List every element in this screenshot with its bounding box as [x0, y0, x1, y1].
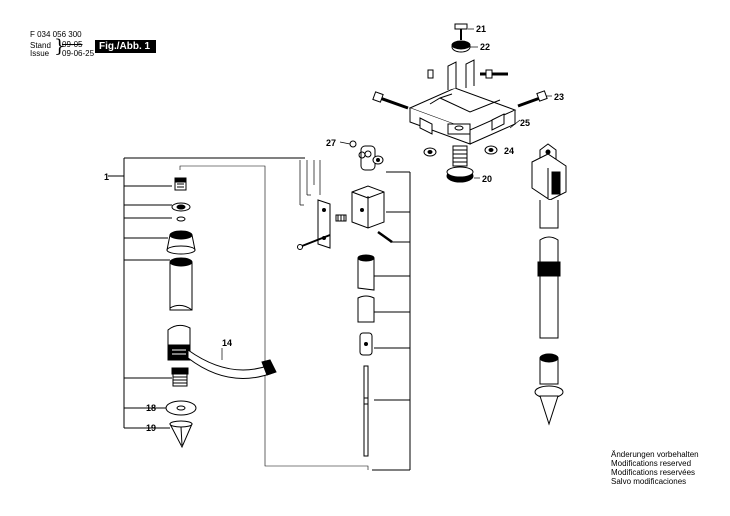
knob-20: [446, 145, 474, 183]
leader-lines: [158, 28, 552, 429]
assembly-bracket-right: [372, 171, 411, 471]
screw-21: [454, 23, 468, 40]
right-leg-upper: [539, 200, 559, 229]
guide-lines: [179, 165, 369, 470]
assembly-bracket-1: [108, 157, 305, 429]
callout-24: 24: [504, 146, 514, 156]
note-fr: Modifications reservées: [611, 468, 696, 477]
spring: [335, 214, 347, 222]
hinge-link: [349, 140, 384, 171]
callout-23: 23: [554, 92, 564, 102]
right-leg-middle: [537, 236, 561, 339]
washer: [171, 202, 191, 212]
note-de: Änderungen vorbehalten: [611, 450, 699, 459]
issue-value: 09-06-25: [62, 49, 95, 58]
right-leg-hinge: [531, 143, 567, 201]
callout-21: 21: [476, 24, 486, 34]
tube-lower: [167, 324, 191, 361]
issue-label: Issue: [30, 49, 50, 58]
callout-25: 25: [520, 118, 530, 128]
note-en: Modifications reserved: [611, 459, 692, 468]
stand-value: 09-05: [62, 40, 83, 49]
spike-tip: [169, 420, 193, 449]
cap-nut: [174, 177, 187, 191]
callout-1: 1: [104, 172, 109, 182]
middle-sleeve: [359, 332, 373, 356]
bolt-left: [372, 91, 409, 110]
stand-label: Stand: [30, 41, 51, 50]
callout-22: 22: [480, 42, 490, 52]
right-leg-foot: [534, 353, 564, 426]
small-ring: [176, 216, 186, 222]
cap-22: [451, 40, 471, 53]
middle-rod: [363, 365, 369, 457]
threaded-fitting: [171, 367, 189, 387]
screw-set: [299, 160, 321, 206]
callout-14: 14: [222, 338, 232, 348]
callout-20: 20: [482, 174, 492, 184]
collar: [166, 230, 196, 255]
tube-upper: [169, 257, 193, 311]
modification-notice: Änderungen vorbehalten Modifications res…: [611, 450, 699, 486]
figure-label: Fig./Abb. 1: [95, 40, 157, 53]
clamp-block: [351, 185, 385, 229]
part-code: F 034 056 300: [30, 30, 82, 39]
note-es: Salvo modificaciones: [611, 477, 687, 486]
bracket-plate: [317, 199, 331, 249]
middle-tube-1: [357, 254, 375, 291]
bolt-23: [517, 90, 548, 108]
nut-right: [484, 145, 498, 155]
hose: [187, 349, 277, 379]
callout-19: 19: [146, 423, 156, 433]
nut-left: [423, 147, 437, 157]
long-screw: [297, 234, 331, 250]
bolt-top: [427, 69, 508, 79]
brace-glyph: }: [54, 36, 66, 57]
callout-27: 27: [326, 138, 336, 148]
callout-18: 18: [146, 403, 156, 413]
disc-plate: [165, 400, 197, 416]
locking-pin: [377, 230, 393, 244]
middle-tube-2: [357, 295, 375, 323]
